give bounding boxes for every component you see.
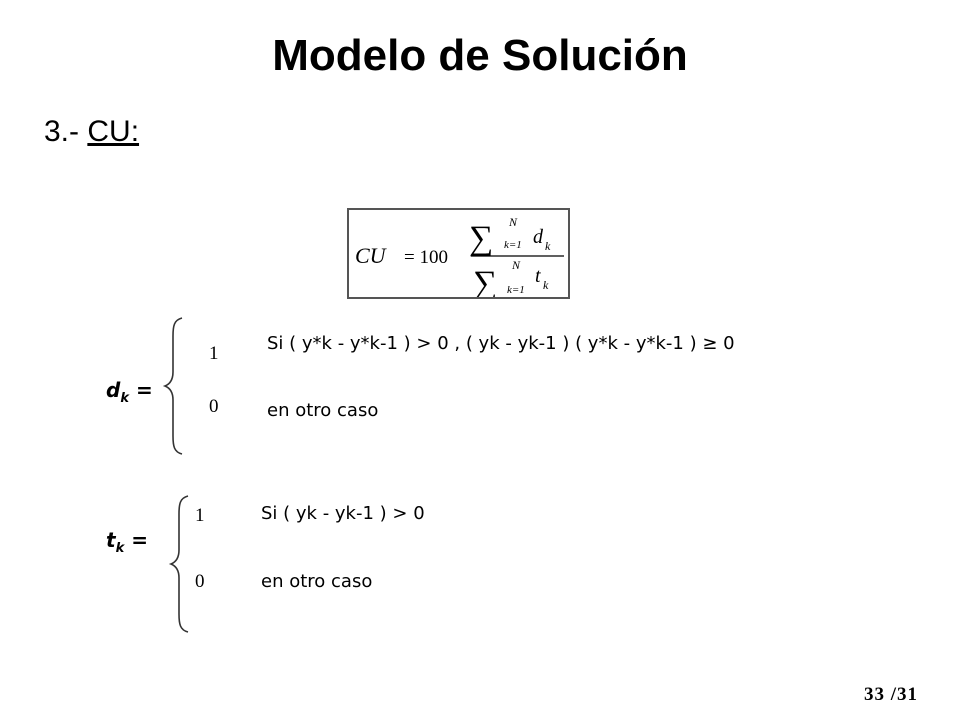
upper-limit-denominator: N	[511, 258, 521, 272]
lower-limit-denominator: k=1	[507, 284, 525, 296]
cu-formula-box: CU = 100 ∑ N k=1 d k ∑ N k=1 t k	[347, 208, 570, 299]
dk-var: d	[106, 378, 121, 402]
tk-condition: Si ( yk - yk-1 ) > 0	[261, 503, 425, 524]
tk-condition-text: Si ( yk - yk-1 ) > 0	[261, 503, 425, 524]
formula-equals: = 100	[404, 247, 448, 268]
dk-lhs: dk =	[106, 378, 153, 406]
page-current: 33	[863, 684, 885, 705]
denominator-term: t	[535, 265, 541, 287]
tk-lhs: tk =	[106, 528, 148, 556]
tk-value-one: 1	[195, 505, 205, 526]
dk-eq: =	[135, 378, 153, 402]
tk-value-zero: 0	[195, 571, 205, 592]
formula-lhs: CU	[355, 243, 388, 268]
dk-value-one: 1	[209, 343, 219, 364]
left-brace-icon	[168, 495, 189, 633]
page-number: 33 /31	[864, 684, 918, 706]
section-number: 3.-	[44, 115, 80, 148]
dk-condition-text: Si ( y*k - y*k-1 ) > 0 , ( yk - yk-1 ) (…	[267, 333, 735, 354]
left-brace-icon	[162, 317, 183, 455]
section-heading: 3.- CU:	[44, 112, 139, 152]
slide-title: Modelo de Solución	[272, 31, 688, 80]
upper-limit-numerator: N	[508, 215, 518, 229]
cu-formula: CU = 100 ∑ N k=1 d k ∑ N k=1 t k	[355, 215, 564, 297]
dk-value-zero: 0	[209, 396, 219, 417]
page-total: /31	[890, 684, 918, 705]
sum-symbol-denominator: ∑	[473, 265, 497, 297]
dk-condition: Si ( y*k - y*k-1 ) > 0 , ( yk - yk-1 ) (…	[267, 333, 735, 354]
tk-var: t	[106, 528, 116, 552]
lower-limit-numerator: k=1	[504, 239, 522, 251]
tk-eq: =	[131, 528, 148, 552]
tk-sub: k	[115, 541, 125, 556]
tk-otherwise: en otro caso	[261, 571, 373, 592]
numerator-term: d	[533, 226, 544, 248]
dk-otherwise: en otro caso	[267, 400, 379, 421]
section-label: CU:	[87, 115, 140, 148]
numerator-subscript: k	[545, 239, 551, 253]
dk-sub: k	[120, 391, 129, 406]
sum-symbol-numerator: ∑	[469, 220, 493, 257]
denominator-subscript: k	[543, 278, 549, 292]
